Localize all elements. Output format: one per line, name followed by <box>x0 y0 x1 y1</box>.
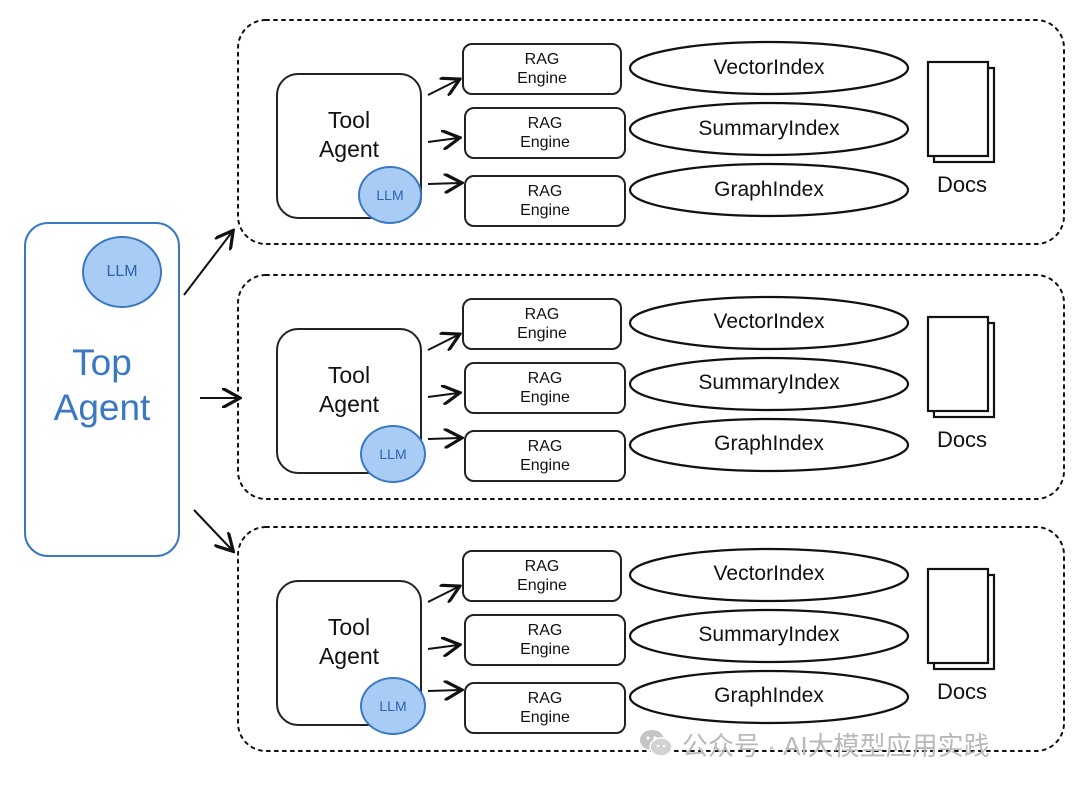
watermark-text: 公众号 · AI大模型应用实践 <box>682 731 990 761</box>
arrow-to-rag-engine <box>427 690 460 691</box>
agent-group-1: Tool Agent LLM RAG Engine RAG Engine RAG… <box>0 20 1080 260</box>
document-page <box>926 315 990 413</box>
docs-label: Docs <box>936 679 988 704</box>
arrow-to-rag-engine <box>427 138 458 142</box>
tool-agent-llm-badge: LLM <box>360 677 426 735</box>
index-ellipse <box>628 295 910 351</box>
index-summary: SummaryIndex <box>698 623 840 646</box>
tool-agent-box <box>276 328 422 474</box>
tool-agent-label: Tool Agent <box>318 614 380 669</box>
index-graph: GraphIndex <box>714 178 824 201</box>
agent-group-2: Tool Agent LLM RAG Engine RAG Engine RAG… <box>0 275 1080 515</box>
top-agent-label: Top Agent <box>53 342 151 428</box>
index-vector: VectorIndex <box>713 310 825 333</box>
arrow-to-rag-engine <box>427 183 460 184</box>
index-ellipse <box>628 608 910 664</box>
arrow-to-rag-engine <box>427 438 460 439</box>
arrow-to-rag-engine <box>427 393 458 397</box>
index-ellipse <box>628 101 910 157</box>
docs-label: Docs <box>936 427 988 452</box>
wechat-icon <box>640 730 673 757</box>
index-ellipse <box>628 40 910 96</box>
index-vector: VectorIndex <box>713 562 825 585</box>
tool-agent-label: Tool Agent <box>318 362 380 417</box>
index-summary: SummaryIndex <box>698 371 840 394</box>
index-ellipse <box>628 669 910 725</box>
tool-agent-llm-badge: LLM <box>358 166 422 224</box>
index-graph: GraphIndex <box>714 684 824 707</box>
top-agent-llm-badge: LLM <box>82 236 162 308</box>
index-vector: VectorIndex <box>713 56 825 79</box>
arrow-to-group-1 <box>183 232 232 296</box>
arrow-to-rag-engine <box>427 335 458 350</box>
index-ellipse <box>628 356 910 412</box>
rag-engine-2: RAG Engine <box>464 362 626 414</box>
rag-engine-2: RAG Engine <box>464 614 626 666</box>
index-ellipse <box>628 162 910 218</box>
rag-engine-1: RAG Engine <box>462 43 622 95</box>
group-container-border <box>237 274 1065 500</box>
index-graph: GraphIndex <box>714 432 824 455</box>
rag-engine-1: RAG Engine <box>462 298 622 350</box>
arrow-to-rag-engine <box>427 80 458 95</box>
group-container-border <box>237 19 1065 245</box>
arrow-to-group-3 <box>193 509 232 550</box>
tool-agent-llm-badge: LLM <box>360 425 426 483</box>
index-summary: SummaryIndex <box>698 117 840 140</box>
arrow-to-rag-engine <box>427 645 458 649</box>
index-ellipse <box>628 417 910 473</box>
rag-engine-3: RAG Engine <box>464 175 626 227</box>
arrow-to-rag-engine <box>427 587 458 602</box>
agent-group-3: Tool Agent LLM RAG Engine RAG Engine RAG… <box>0 527 1080 767</box>
index-ellipse <box>628 547 910 603</box>
document-page <box>926 567 990 665</box>
rag-engine-3: RAG Engine <box>464 430 626 482</box>
docs-label: Docs <box>936 172 988 197</box>
tool-agent-label: Tool Agent <box>318 107 380 162</box>
document-page <box>926 60 990 158</box>
rag-engine-2: RAG Engine <box>464 107 626 159</box>
rag-engine-1: RAG Engine <box>462 550 622 602</box>
rag-engine-3: RAG Engine <box>464 682 626 734</box>
